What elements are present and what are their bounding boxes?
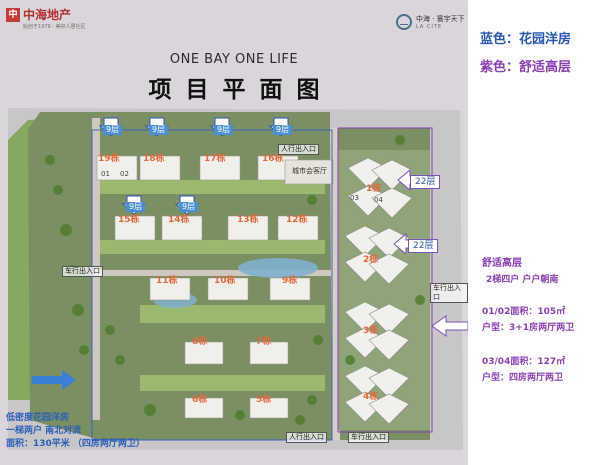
unit-02: 02: [120, 170, 129, 178]
building-9: 9栋: [282, 276, 298, 286]
building-10: 10栋: [214, 276, 236, 286]
entrance-vehicle-right: 车行出入口: [430, 283, 468, 303]
slogan: ONE BAY ONE LIFE: [169, 52, 299, 67]
brand-mark-icon: 中: [6, 8, 20, 22]
unit-04: 04: [374, 196, 383, 204]
entrance-vehicle-bottom: 车行出入口: [348, 432, 389, 443]
garden-note-line1: 低密度花园洋房: [6, 413, 70, 423]
brand-sub-left: 始创于1979 · 美好人居社区: [23, 24, 86, 30]
brand-logo-left: 中 中海地产 始创于1979 · 美好人居社区: [6, 8, 86, 30]
entrance-vehicle-left: 车行出入口: [62, 266, 103, 277]
site-plan-drawing: [8, 108, 468, 450]
floor-tag-17: 9层: [214, 125, 234, 135]
building-2: 2栋: [363, 255, 379, 265]
highrise-type-0304: 户型：四房两厅两卫: [482, 373, 564, 383]
highrise-area-0304: 03/04面积：127㎡: [482, 357, 566, 367]
building-18: 18栋: [143, 154, 165, 164]
highrise-area-0102: 01/02面积：105㎡: [482, 307, 566, 317]
building-11: 11栋: [156, 276, 178, 286]
unit-03: 03: [350, 194, 359, 202]
building-4: 4栋: [363, 392, 379, 402]
legend-blue: 蓝色：花园洋房: [480, 32, 572, 47]
plan-board: 中 中海地产 始创于1979 · 美好人居社区 中海 · 寰宇天下 LA CIT…: [0, 0, 468, 465]
highrise-layout: 2梯四户 户户朝南: [486, 275, 559, 285]
building-6: 6栋: [192, 395, 208, 405]
legend-panel: 蓝色：花园洋房 紫色：舒适高层 舒适高层 2梯四户 户户朝南 01/02面积：1…: [468, 0, 600, 465]
building-15: 15栋: [118, 215, 140, 225]
unit-01: 01: [101, 170, 110, 178]
floor-tag-highrise-2: 22层: [408, 239, 439, 253]
building-14: 14栋: [168, 215, 190, 225]
building-16: 16栋: [262, 154, 284, 164]
brand-circle-icon: [396, 14, 412, 30]
club-label: 城市会客厅: [292, 167, 327, 175]
brand-name-left: 中海地产: [23, 8, 72, 22]
brand-logo-right: 中海 · 寰宇天下 LA CITE: [396, 14, 465, 30]
floor-tag-18: 9层: [149, 125, 169, 135]
building-3: 3栋: [363, 326, 379, 336]
brand-name-right: 中海 · 寰宇天下: [416, 14, 465, 23]
building-12: 12栋: [286, 215, 308, 225]
building-7: 7栋: [256, 337, 272, 347]
page-title: 项目平面图: [148, 77, 334, 103]
building-13: 13栋: [237, 215, 259, 225]
garden-note-line2: 一梯两户 南北对流: [6, 426, 82, 436]
building-1: 1栋: [366, 184, 382, 194]
building-17: 17栋: [204, 154, 226, 164]
entrance-pedestrian-bottom: 人行出入口: [286, 432, 327, 443]
floor-tag-14: 9层: [179, 202, 199, 212]
building-19: 19栋: [98, 154, 120, 164]
highrise-title: 舒适高层: [482, 258, 522, 269]
floor-tag-15: 9层: [126, 202, 146, 212]
floor-tag-19: 9层: [103, 125, 123, 135]
building-8: 8栋: [192, 337, 208, 347]
garden-villa-note: 低密度花园洋房 一梯两户 南北对流 面积：130平米 （四房两厅两卫）: [6, 412, 145, 451]
garden-note-line3: 面积：130平米 （四房两厅两卫）: [6, 439, 145, 449]
floor-tag-highrise-1: 22层: [410, 175, 441, 189]
entrance-pedestrian-top: 人行出入口: [278, 144, 319, 155]
brand-sub-right: LA CITE: [416, 23, 443, 30]
highrise-type-0102: 户型：3+1房两厅两卫: [482, 323, 575, 333]
legend-purple: 紫色：舒适高层: [480, 60, 572, 75]
floor-tag-16: 9层: [273, 125, 293, 135]
building-5: 5栋: [256, 395, 272, 405]
